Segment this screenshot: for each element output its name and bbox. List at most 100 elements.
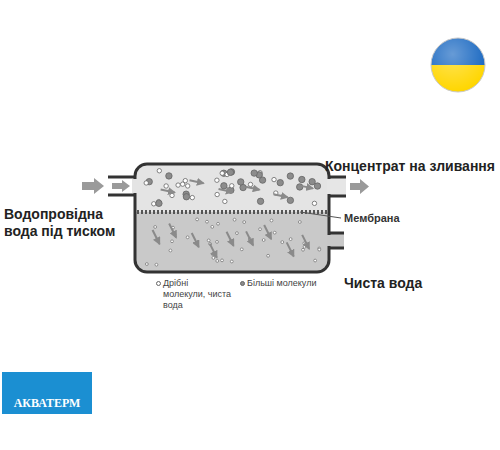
molecule (156, 200, 162, 206)
molecule (227, 169, 233, 175)
molecule (273, 231, 276, 234)
molecule (196, 218, 199, 221)
molecule (243, 221, 246, 224)
molecule (309, 178, 315, 184)
molecule (171, 240, 174, 243)
molecule (183, 178, 187, 182)
flow-arrow (302, 235, 309, 249)
flow-arrow (161, 190, 175, 193)
flow-arrow (169, 223, 176, 237)
molecule (212, 256, 215, 259)
molecule (211, 225, 214, 228)
molecule (281, 241, 284, 244)
legend-text: Більші молекули (247, 278, 327, 289)
molecule (221, 259, 224, 262)
molecule (233, 218, 236, 221)
molecule (270, 219, 273, 222)
molecule (176, 183, 180, 187)
molecule (277, 179, 283, 185)
molecule (186, 236, 189, 239)
molecule (215, 178, 219, 182)
flag-icon (430, 37, 486, 93)
flow-arrow (264, 225, 271, 239)
molecule (164, 184, 168, 188)
clean-water-label: Чиста вода (344, 275, 422, 292)
inflow-arrow (112, 180, 130, 192)
molecule (183, 194, 189, 200)
molecule (238, 179, 244, 185)
molecule (220, 171, 224, 175)
molecule (152, 202, 156, 206)
flow-arrow (274, 194, 288, 197)
molecule (217, 222, 220, 225)
molecule (170, 193, 174, 197)
molecule (303, 245, 306, 248)
molecule (223, 199, 227, 203)
molecule (251, 170, 257, 176)
inflow-arrow (82, 178, 104, 194)
concentrate-pipe (326, 177, 346, 196)
molecule (230, 260, 233, 263)
molecule (207, 239, 210, 242)
flow-arrow (227, 232, 234, 246)
molecule (190, 195, 194, 199)
molecule (257, 198, 263, 204)
inlet-pipe (108, 177, 138, 195)
molecule (155, 263, 158, 266)
flow-arrow (245, 187, 259, 190)
flow-arrow (192, 233, 199, 247)
flow-arrow (287, 242, 294, 256)
legend-sample (240, 281, 245, 286)
molecule (262, 239, 265, 242)
membrane (137, 210, 327, 214)
molecule (230, 184, 234, 188)
flow-arrow (246, 231, 253, 245)
molecule (312, 201, 316, 205)
molecule (185, 184, 189, 188)
flow-arrow (219, 189, 233, 192)
flow-arrow (189, 180, 203, 183)
clean-water-pipe (326, 233, 344, 248)
molecule (216, 260, 219, 263)
molecule (216, 240, 219, 243)
molecule (272, 177, 276, 181)
logo-text: АКВАТЕРМ (2, 396, 92, 411)
inlet-label: Водопровідна вода під тиском (4, 206, 140, 240)
molecule (228, 169, 234, 175)
membrane-housing (132, 164, 332, 272)
molecule (221, 183, 227, 189)
flow-arrow (299, 185, 313, 188)
outflow-arrow (350, 179, 369, 194)
molecule (166, 173, 172, 179)
molecule (154, 226, 157, 229)
molecule (314, 183, 320, 189)
molecule (206, 220, 209, 223)
legend-sample (156, 281, 161, 286)
molecule (289, 238, 292, 241)
molecule (157, 169, 161, 173)
molecule (314, 259, 317, 262)
molecule (267, 254, 270, 257)
molecule (248, 182, 252, 186)
molecule (287, 197, 293, 203)
molecule (169, 249, 172, 252)
molecule (318, 248, 321, 251)
leader-line (300, 212, 341, 218)
molecule (287, 173, 293, 179)
molecule (145, 263, 148, 266)
flag-rim (431, 38, 485, 92)
membrane-label: Мембрана (344, 212, 400, 224)
molecule (302, 248, 305, 251)
molecule (259, 228, 262, 231)
legend-text: Дрібні молекули, чиста вода (163, 278, 233, 311)
molecule (144, 181, 148, 185)
flow-arrow (210, 244, 217, 258)
molecule (298, 221, 301, 224)
molecules (144, 169, 321, 267)
molecule (240, 248, 243, 251)
molecule (236, 232, 239, 235)
flow-arrow (153, 230, 160, 244)
molecule (299, 176, 305, 182)
logo-box: АКВАТЕРМ (2, 372, 92, 414)
molecule (215, 192, 219, 196)
